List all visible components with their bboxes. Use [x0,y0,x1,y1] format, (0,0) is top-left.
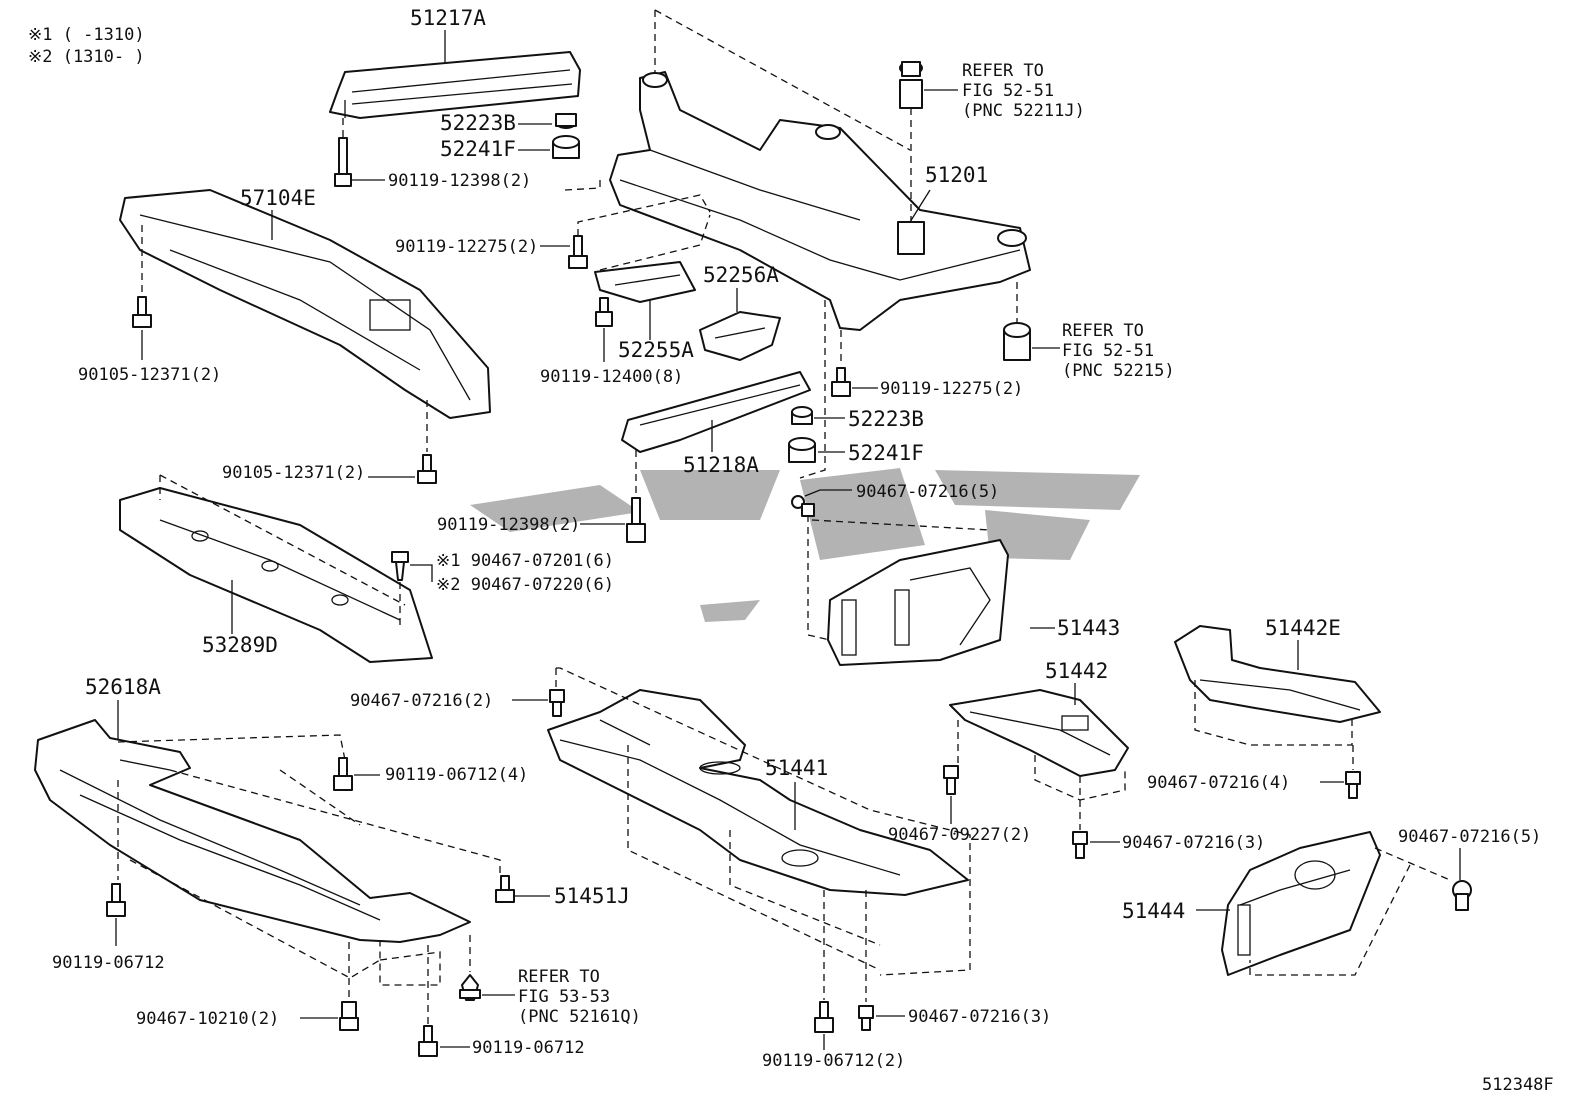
label-ref1-line1[interactable]: REFER TO [962,61,1044,81]
part-57104E-shape[interactable] [119,189,491,419]
label-52223B-bot[interactable]: 52223B [848,407,924,431]
label-ref1-line3[interactable]: (PNC 52211J) [962,101,1085,121]
part-51441-shape[interactable] [547,689,969,896]
note-1: ※1 ( -1310) [28,25,145,45]
clip-90467-07216-4[interactable] [1345,771,1361,799]
label-90119-06712-4[interactable]: 90119-06712(4) [385,765,528,785]
label-57104E[interactable]: 57104E [240,186,316,210]
bushing-52223B-bot[interactable] [791,406,813,425]
part-51444-shape[interactable] [1221,831,1381,976]
clip-90467-07216-3-right[interactable] [1072,831,1088,859]
label-53289D[interactable]: 53289D [202,633,278,657]
clip-90467-07216-5-right[interactable] [1452,880,1472,911]
bolt-90119-12400[interactable] [595,297,613,327]
part-52618A-shape[interactable] [34,719,471,943]
label-90119-06712-bot[interactable]: 90119-06712 [472,1038,585,1058]
label-ref3-line1[interactable]: REFER TO [518,967,600,987]
clip-90467-09227[interactable] [943,765,959,795]
bolt-90119-06712-4[interactable] [333,757,353,791]
clip-90467-07216-3-bot[interactable] [858,1005,874,1031]
part-51201-shape[interactable] [609,71,1031,331]
label-90467-07216-3-right[interactable]: 90467-07216(3) [1122,833,1265,853]
part-52256A-shape[interactable] [699,311,781,361]
part-51442E-shape[interactable] [1174,625,1381,723]
clip-90467-07216-2[interactable] [549,689,565,717]
label-ref2-line1[interactable]: REFER TO [1062,321,1144,341]
label-ref3-line3[interactable]: (PNC 52161Q) [518,1007,641,1027]
label-90467-07216-5-right[interactable]: 90467-07216(5) [1398,827,1541,847]
part-51443-shape[interactable] [827,539,1009,666]
label-90467-07220[interactable]: ※2 90467-07220(6) [436,575,614,595]
label-ref1-line2[interactable]: FIG 52-51 [962,81,1054,101]
bolt-90119-12275-right[interactable] [831,367,851,397]
label-90467-10210[interactable]: 90467-10210(2) [136,1009,279,1029]
label-90467-09227[interactable]: 90467-09227(2) [888,825,1031,845]
label-ref2-line2[interactable]: FIG 52-51 [1062,341,1154,361]
mount-52215[interactable] [1003,322,1031,361]
bolt-90105-12371-left[interactable] [132,296,152,328]
label-51444[interactable]: 51444 [1122,899,1185,923]
note-2: ※2 (1310- ) [28,47,145,67]
bolt-90119-12398-top[interactable] [334,137,352,187]
part-51218A-shape[interactable] [621,371,811,453]
label-52618A[interactable]: 52618A [85,675,161,699]
clip-90467-07216-top[interactable] [791,495,815,517]
label-ref2-line3[interactable]: (PNC 52215) [1062,361,1175,381]
figure-id: 512348F [1482,1075,1554,1095]
label-90119-12398-top[interactable]: 90119-12398(2) [388,171,531,191]
label-90105-12371-mid[interactable]: 90105-12371(2) [222,463,365,483]
label-51443[interactable]: 51443 [1057,616,1120,640]
bolt-51451J[interactable] [495,875,515,903]
part-53289D-shape[interactable] [119,487,433,663]
label-51201[interactable]: 51201 [925,163,988,187]
label-90105-12371-left[interactable]: 90105-12371(2) [78,365,221,385]
label-90119-12400[interactable]: 90119-12400(8) [540,367,683,387]
bolt-90119-12275-left[interactable] [568,235,588,269]
bolt-90119-06712-bot[interactable] [418,1025,438,1057]
label-52255A[interactable]: 52255A [618,338,694,362]
label-90467-07216-2[interactable]: 90467-07216(2) [350,691,493,711]
clip-90467-10210[interactable] [339,1001,359,1031]
label-90467-07201[interactable]: ※1 90467-07201(6) [436,551,614,571]
label-51442[interactable]: 51442 [1045,659,1108,683]
label-90119-06712-2[interactable]: 90119-06712(2) [762,1051,905,1071]
label-ref3-line2[interactable]: FIG 53-53 [518,987,610,1007]
label-51442E[interactable]: 51442E [1265,616,1341,640]
label-52241F-top[interactable]: 52241F [440,137,516,161]
bushing-52241F-bot[interactable] [788,437,816,463]
part-52255A-shape[interactable] [594,261,696,303]
label-90467-07216-4[interactable]: 90467-07216(4) [1147,773,1290,793]
bushing-52241F-top[interactable] [552,135,580,159]
bolt-90119-06712-left[interactable] [106,883,126,917]
label-90467-07216-3-bot[interactable]: 90467-07216(3) [908,1007,1051,1027]
watermark-logo [470,468,1140,622]
clip-90467-07201[interactable] [391,551,409,581]
part-51217A-shape[interactable] [329,51,581,119]
clip-52161Q[interactable] [459,974,481,1001]
bolt-90105-12371-mid[interactable] [417,454,437,484]
label-52256A[interactable]: 52256A [703,263,779,287]
label-90119-12275-right[interactable]: 90119-12275(2) [880,379,1023,399]
label-51451J[interactable]: 51451J [554,884,630,908]
label-90119-12275-left[interactable]: 90119-12275(2) [395,237,538,257]
bushing-52223B-top[interactable] [555,113,577,129]
bolt-90119-12398-mid[interactable] [626,497,646,543]
label-52241F-bot[interactable]: 52241F [848,441,924,465]
label-90467-07216-5-top[interactable]: 90467-07216(5) [856,482,999,502]
part-51442-shape[interactable] [949,689,1129,777]
label-90119-12398-mid[interactable]: 90119-12398(2) [437,515,580,535]
mount-52211J[interactable] [899,61,923,109]
label-90119-06712-left[interactable]: 90119-06712 [52,953,165,973]
label-52223B-top[interactable]: 52223B [440,111,516,135]
label-51218A[interactable]: 51218A [683,453,759,477]
label-51217A[interactable]: 51217A [410,6,486,30]
bolt-90119-06712-2[interactable] [814,1001,834,1033]
